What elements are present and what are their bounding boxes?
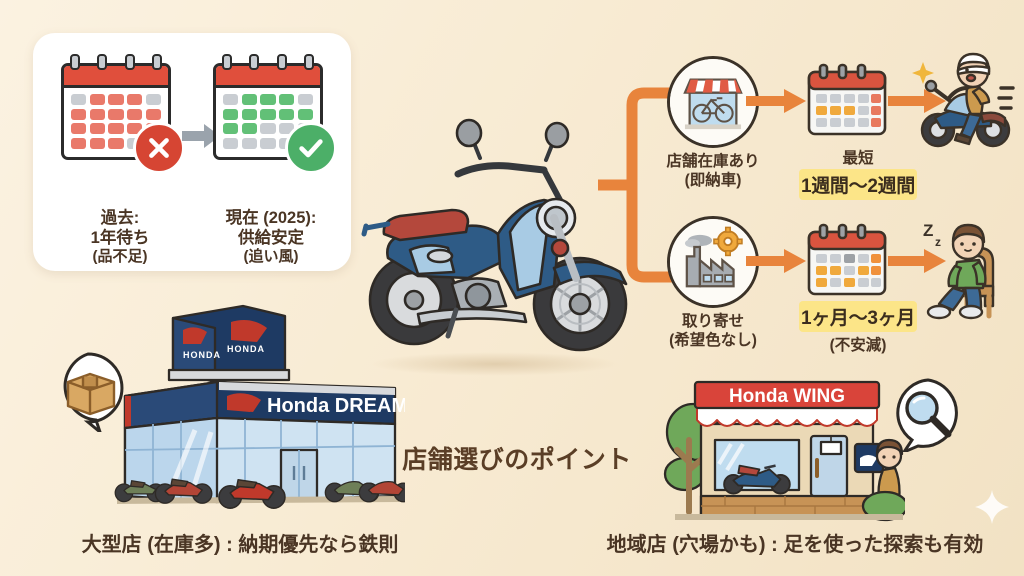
- back-order-sub-note: (不安減): [829, 337, 887, 354]
- page-title: 店舗選びのポイント: [402, 446, 632, 474]
- wing-sign-text: Honda WING: [729, 386, 845, 407]
- past-vs-now-card: 過去: 1年待ち (品不足) 現在 (2025): 供給安定 (追い風): [33, 33, 351, 271]
- svg-text:HONDA: HONDA: [227, 344, 265, 354]
- magnifier-icon: [888, 378, 962, 456]
- back-order-duration-value: 1ヶ月〜3ヶ月: [800, 303, 915, 330]
- flow-arrow-icon: [746, 248, 806, 274]
- cardboard-box-icon: [52, 352, 132, 437]
- svg-text:Z: Z: [923, 221, 933, 240]
- past-line1: 過去:: [100, 209, 140, 227]
- bike-shadow: [370, 352, 620, 376]
- waiting-person-seated-icon: Z z: [905, 212, 1017, 324]
- past-caption: 過去: 1年待ち (品不足): [55, 208, 185, 267]
- in-stock-duration-value: 1週間〜2週間: [800, 171, 915, 198]
- svg-text:HONDA: HONDA: [183, 350, 221, 360]
- in-stock-duration: 最短 1週間〜2週間: [768, 146, 948, 198]
- storefront-bicycle-icon: [667, 56, 759, 148]
- honda-super-cub-illustration: [348, 108, 648, 370]
- now-line3: (追い風): [243, 248, 299, 266]
- flow-arrow-icon: [746, 88, 806, 114]
- flow-branch-connector: [592, 55, 718, 315]
- now-line2: 供給安定: [238, 229, 304, 248]
- back-order-node-label: 取り寄せ (希望色なし): [630, 312, 796, 351]
- calendar-icon: [805, 62, 889, 140]
- back-order-label-line2: (希望色なし): [669, 332, 757, 350]
- past-line2: 1年待ち: [90, 229, 150, 248]
- right-arrow-icon: [180, 121, 222, 151]
- calendar-rings: [70, 54, 162, 70]
- now-caption: 現在 (2025): 供給安定 (追い風): [201, 208, 341, 267]
- in-stock-label-line2: (即納車): [684, 172, 742, 190]
- back-order-duration: 1ヶ月〜3ヶ月 (不安減): [768, 300, 948, 355]
- in-stock-node-label: 店舗在庫あり (即納車): [630, 152, 796, 191]
- svg-text:z: z: [935, 235, 941, 249]
- cross-badge-icon: [133, 121, 185, 174]
- in-stock-label-line1: 店舗在庫あり: [666, 153, 760, 170]
- calendar-icon: [805, 222, 889, 300]
- flow-arrow-icon: [888, 88, 946, 114]
- calendar-rings: [222, 54, 314, 70]
- sparkle-icon: [975, 490, 1009, 524]
- calendar-icon: [61, 54, 185, 174]
- calendar-icon: [213, 54, 337, 174]
- flow-arrow-icon: [888, 248, 946, 274]
- back-order-label-line1: 取り寄せ: [681, 313, 744, 330]
- dream-sign-text: Honda DREAM: [267, 395, 405, 417]
- now-line1: 現在 (2025):: [225, 209, 317, 227]
- check-badge-icon: [285, 121, 337, 174]
- large-dealer-caption: 大型店 (在庫多) : 納期優先なら鉄則: [81, 534, 399, 556]
- in-stock-duration-prefix: 最短: [842, 150, 874, 167]
- local-dealer-caption: 地域店 (穴場かも) : 足を使った探索も有効: [606, 534, 984, 556]
- happy-rider-icon: [905, 44, 1017, 156]
- past-line3: (品不足): [92, 248, 148, 266]
- honda-dream-dealer-illustration: HONDA HONDA: [95, 300, 414, 530]
- honda-wing-dealer-illustration: Honda WING: [655, 378, 909, 530]
